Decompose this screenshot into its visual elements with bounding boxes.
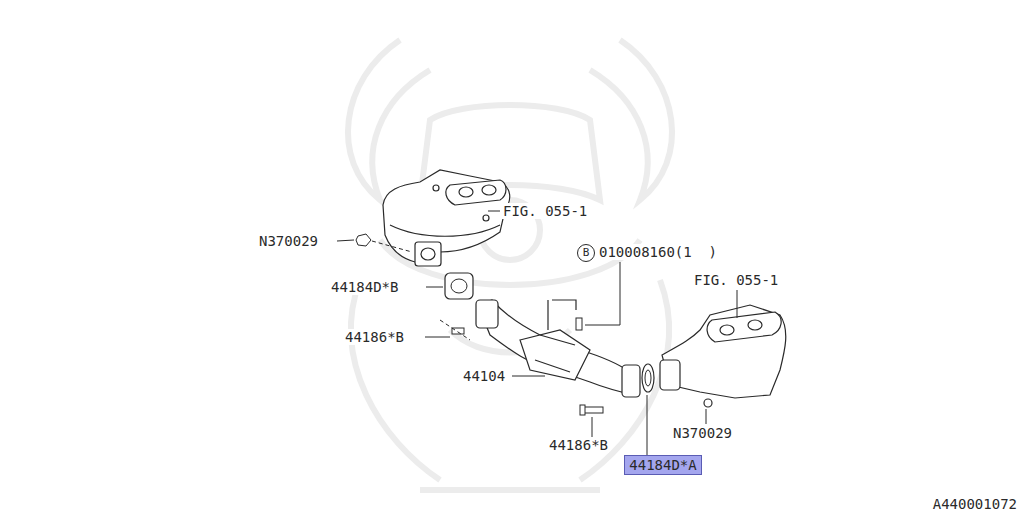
part-label: 44184D*B <box>330 279 399 295</box>
circled-letter: B <box>577 244 595 262</box>
part-label: 44184D*A <box>629 457 696 473</box>
part-label: 44186*B <box>548 437 609 453</box>
highlighted-part-label: 44184D*A <box>624 455 702 475</box>
part-label: FIG. 055-1 <box>693 272 779 288</box>
part-label: 44186*B <box>344 329 405 345</box>
manifold <box>660 305 786 407</box>
figure-code: A440001072 <box>932 496 1018 512</box>
part-label: 010008160(1 ) <box>598 244 718 260</box>
watermark <box>348 40 672 490</box>
part-label: N370029 <box>258 233 319 249</box>
part-label: FIG. 055-1 <box>502 203 588 219</box>
circled-letter-text: B <box>583 247 590 259</box>
part-label: N370029 <box>672 425 733 441</box>
part-label: 44104 <box>462 368 506 384</box>
manifold <box>383 170 510 266</box>
